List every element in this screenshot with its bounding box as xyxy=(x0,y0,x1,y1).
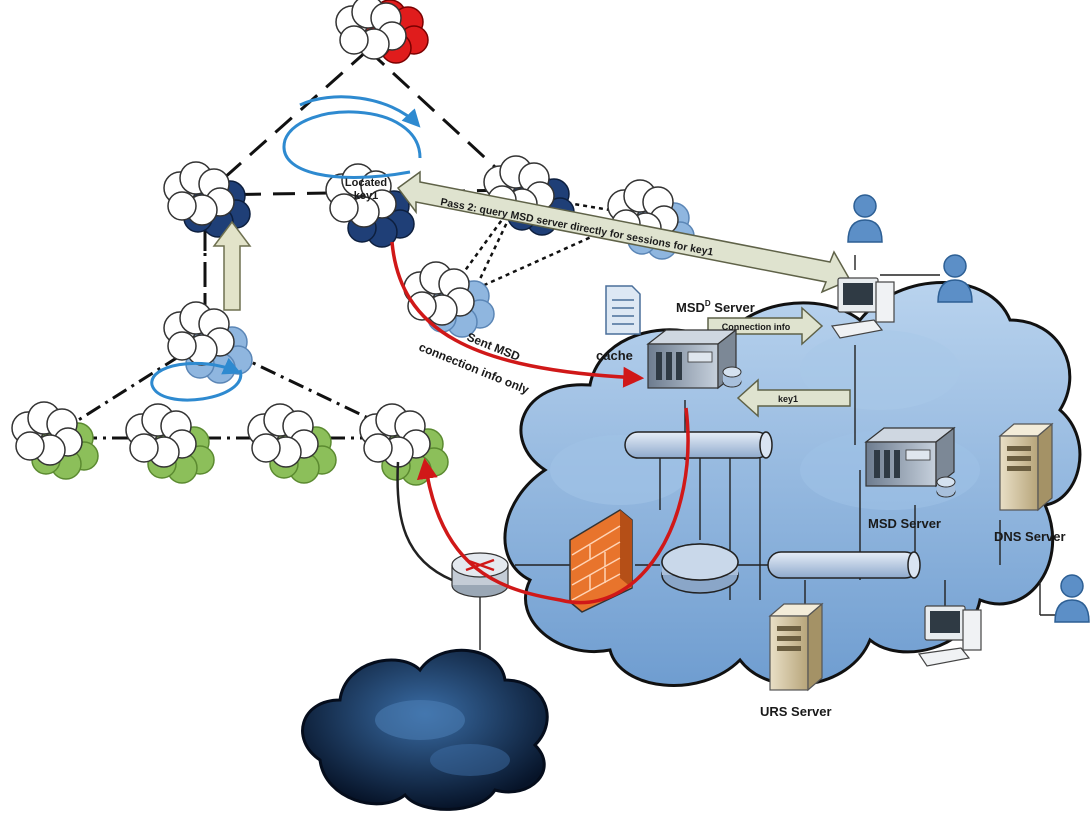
msdd-sup: D xyxy=(705,299,711,308)
upward-arrow xyxy=(212,220,252,311)
dark-connection-path xyxy=(396,461,453,582)
connection-info-label: Connection info xyxy=(722,322,791,332)
cache-label: cache xyxy=(596,348,633,363)
client-workstation-bottom xyxy=(918,605,982,667)
lookup-loop-upper xyxy=(282,95,422,179)
internet-storm-cloud xyxy=(301,648,549,811)
red-connection-path xyxy=(390,241,690,605)
msd-server-icon xyxy=(865,427,956,498)
network-switch xyxy=(661,543,739,594)
cache-document-icon xyxy=(605,285,641,335)
network-links xyxy=(479,255,1060,650)
peer-bottom-2 xyxy=(125,403,215,484)
user-icon-3 xyxy=(1054,574,1090,623)
msdd-server-label: MSDD Server xyxy=(676,299,755,315)
peer-bottom-4 xyxy=(359,403,449,486)
msdd-server-icon xyxy=(647,329,742,389)
urs-server-label: URS Server xyxy=(760,704,832,719)
sent-msd-label-line1: Sent MSD xyxy=(465,330,522,364)
lookup-loop-lower xyxy=(150,357,243,402)
key1-arrow xyxy=(736,378,851,418)
dns-server-label: DNS Server xyxy=(994,529,1066,544)
peer-bottom-1 xyxy=(11,401,99,480)
urs-server-icon xyxy=(769,603,823,691)
user-icon-2 xyxy=(937,254,973,303)
firewall-icon xyxy=(569,509,633,613)
router-icon xyxy=(451,552,509,598)
peer-upper-left xyxy=(163,161,251,238)
network-bus-upper xyxy=(624,431,773,459)
key1-arrow-label: key1 xyxy=(778,394,798,404)
peer-bottom-3 xyxy=(247,403,337,484)
network-bus-lower xyxy=(767,551,921,579)
peer-top-red xyxy=(335,0,429,64)
user-icon-1 xyxy=(847,194,883,243)
msd-server-label: MSD Server xyxy=(868,516,941,531)
located-label: Located xyxy=(345,177,387,189)
dns-server-icon xyxy=(999,423,1053,511)
peer-mid-right xyxy=(403,261,495,338)
key1-node-label: key1 xyxy=(354,190,378,202)
